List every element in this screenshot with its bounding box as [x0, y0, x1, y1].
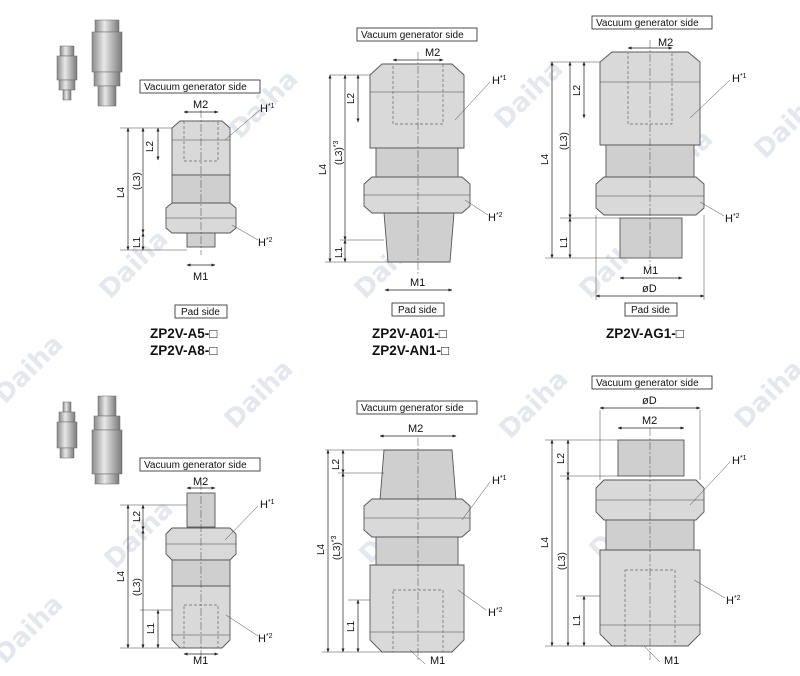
dim-l2: L2	[556, 452, 567, 464]
label-h1: H*1	[260, 103, 275, 115]
dim-l1: L1	[559, 236, 570, 248]
dim-l4: L4	[116, 186, 127, 198]
watermark: Daiha	[0, 329, 69, 410]
dim-l4: L4	[540, 153, 551, 165]
dim-l4: L4	[318, 163, 329, 175]
pad-side-label: Pad side	[631, 305, 670, 316]
product-photo-icon	[56, 395, 123, 485]
dim-m1: M1	[430, 655, 445, 667]
label-h1: H*1	[732, 455, 747, 467]
watermark: Daiha	[749, 84, 800, 165]
dim-l2: L2	[331, 458, 342, 470]
dim-m2: M2	[193, 476, 208, 488]
product-photo-icon	[56, 19, 123, 107]
watermark: Daiha	[729, 354, 800, 435]
pad-side-label: Pad side	[181, 307, 220, 318]
dim-l4: L4	[540, 536, 551, 548]
dim-l1: L1	[132, 236, 143, 248]
watermark: Daiha	[0, 589, 69, 670]
label-h2: H*2	[488, 212, 503, 224]
dim-m2: M2	[642, 415, 657, 427]
watermark: Daiha	[489, 54, 570, 135]
label-h2: H*2	[488, 607, 503, 619]
vacuum-side-label: Vacuum generator side	[361, 30, 464, 41]
dim-l2: L2	[346, 92, 357, 104]
diagram-bottom-middle: Vacuum generator side M2 L2 (L3)*3 L4 L1…	[316, 400, 507, 667]
dim-l2: L2	[132, 510, 143, 522]
dim-phi-d: øD	[642, 283, 657, 295]
watermark: Daiha	[494, 364, 575, 445]
dim-l3: (L3)	[132, 578, 143, 596]
label-h2: H*2	[725, 213, 740, 225]
dim-l4: L4	[316, 543, 327, 555]
dim-m2: M2	[408, 423, 423, 435]
diagram-bottom-left: Vacuum generator side M2 L2 (L3) L4 L1 M…	[116, 457, 275, 667]
dim-l3: (L3)	[132, 172, 143, 190]
vacuum-side-label: Vacuum generator side	[361, 403, 464, 414]
dim-m1: M1	[664, 655, 679, 667]
label-h2: H*2	[258, 633, 273, 645]
vacuum-side-label-box	[356, 27, 478, 42]
pad-side-label: Pad side	[398, 305, 437, 316]
dim-m1: M1	[193, 655, 208, 667]
dim-m2: M2	[425, 47, 440, 59]
diagram-bottom-right: Vacuum generator side øD M2 L2 (L3) L4 L…	[540, 375, 747, 667]
vacuum-side-label: Vacuum generator side	[144, 82, 247, 93]
dim-m1: M1	[193, 271, 208, 283]
pad-side-label-box	[174, 304, 228, 319]
diagram-zp2v-a5-a8: Vacuum generator side M2 L2 (L3) L4 L1 M…	[116, 79, 275, 358]
watermark: Daiha	[219, 354, 300, 435]
dim-l1: L1	[346, 620, 357, 632]
dim-phi-d: øD	[642, 395, 657, 407]
model-name: ZP2V-A01-□	[372, 326, 447, 341]
vacuum-side-label-box	[356, 400, 478, 415]
watermark: Daiha	[94, 224, 175, 305]
diagram-zp2v-a01-an1: Vacuum generator side M2 L2 (L3)*3 L4 L1…	[318, 27, 507, 358]
dim-l1: L1	[146, 622, 157, 634]
model-name: ZP2V-A8-□	[150, 343, 217, 358]
dim-l4: L4	[116, 570, 127, 582]
vacuum-side-label: Vacuum generator side	[144, 460, 247, 471]
diagram-zp2v-ag1: Vacuum generator side M2 L2 (L3) L4 L1 M…	[540, 15, 747, 341]
dim-l3: (L3)*3	[331, 535, 343, 560]
dim-l1: L1	[334, 246, 345, 258]
vacuum-side-label: Vacuum generator side	[596, 378, 699, 389]
vacuum-side-label-box	[139, 457, 261, 472]
dim-m1: M1	[643, 265, 658, 277]
dim-l3: (L3)	[559, 132, 570, 150]
vacuum-side-label-box	[591, 15, 713, 30]
vacuum-side-label-box	[591, 375, 713, 390]
model-name: ZP2V-AG1-□	[606, 326, 684, 341]
dim-l3: (L3)*3	[333, 140, 345, 165]
model-name: ZP2V-A5-□	[150, 326, 217, 341]
model-name: ZP2V-AN1-□	[372, 343, 449, 358]
dim-m2: M2	[658, 37, 673, 49]
dim-m2: M2	[193, 99, 208, 111]
dim-l1: L1	[572, 614, 583, 626]
label-h2: H*2	[258, 237, 273, 249]
dim-l2: L2	[145, 140, 156, 152]
dim-m1: M1	[410, 277, 425, 289]
label-h1: H*1	[492, 475, 507, 487]
dim-l3: (L3)	[557, 552, 568, 570]
dim-l2: L2	[572, 84, 583, 96]
label-h1: H*1	[732, 73, 747, 85]
label-h2: H*2	[726, 595, 741, 607]
vacuum-side-label-box	[139, 79, 261, 94]
label-h1: H*1	[492, 75, 507, 87]
pad-side-label-box	[391, 302, 445, 317]
pad-side-label-box	[624, 302, 678, 317]
vacuum-side-label: Vacuum generator side	[596, 18, 699, 29]
label-h1: H*1	[260, 499, 275, 511]
